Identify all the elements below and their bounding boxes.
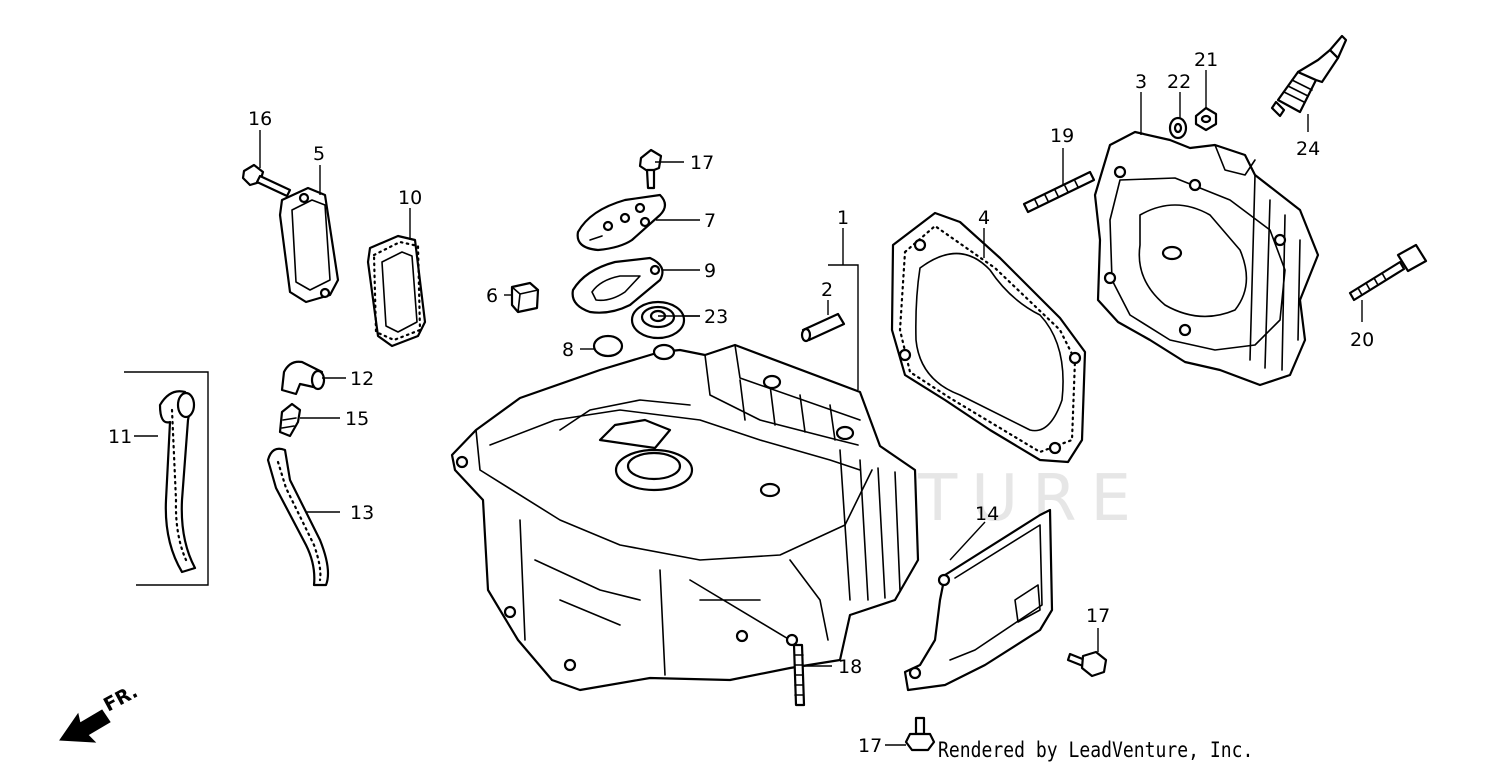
callout-15: 15 xyxy=(345,408,369,430)
callout-4: 4 xyxy=(978,207,990,229)
callout-14: 14 xyxy=(975,503,999,525)
callout-3: 3 xyxy=(1135,71,1147,93)
callout-12: 12 xyxy=(350,368,374,390)
callout-8: 8 xyxy=(562,339,574,361)
callout-23: 23 xyxy=(704,306,728,328)
part-12-elbow[interactable] xyxy=(280,360,326,396)
callout-10: 10 xyxy=(398,187,422,209)
part-17-bolt-right[interactable] xyxy=(1066,650,1108,678)
callout-21: 21 xyxy=(1194,49,1218,71)
part-20-long-bolt[interactable] xyxy=(1348,243,1428,302)
callout-16: 16 xyxy=(248,108,272,130)
callout-11: 11 xyxy=(108,426,132,448)
part-19-stud-bolt[interactable] xyxy=(1022,170,1096,214)
part-2-dowel-pin[interactable] xyxy=(800,312,846,343)
part-13-tube[interactable] xyxy=(266,447,330,587)
part-7-plate[interactable] xyxy=(576,193,667,252)
part-14-shroud[interactable] xyxy=(903,508,1054,692)
callout-17-bottom: 17 xyxy=(858,735,882,757)
part-23-oil-seal[interactable] xyxy=(630,300,686,340)
part-8-plug[interactable] xyxy=(592,334,624,358)
callout-22: 22 xyxy=(1167,71,1191,93)
callout-18: 18 xyxy=(838,656,862,678)
part-24-spark-plug[interactable] xyxy=(1270,34,1348,118)
part-11-breather-tube[interactable] xyxy=(124,371,209,586)
callout-5: 5 xyxy=(313,143,325,165)
part-4-head-gasket[interactable] xyxy=(890,211,1087,464)
cylinder-block[interactable] xyxy=(450,343,920,692)
part-18-stud[interactable] xyxy=(792,643,806,707)
part-3-cylinder-head[interactable] xyxy=(1093,130,1320,387)
callout-9: 9 xyxy=(704,260,716,282)
callout-24: 24 xyxy=(1296,138,1320,160)
direction-label: FR. xyxy=(100,680,141,716)
part-21-nut[interactable] xyxy=(1194,106,1218,132)
part-17-bolt-top[interactable] xyxy=(638,148,663,190)
callout-1: 1 xyxy=(837,207,849,229)
part-5-gasket[interactable] xyxy=(278,186,340,304)
part-22-washer[interactable] xyxy=(1168,116,1188,140)
callout-13: 13 xyxy=(350,502,374,524)
part-17-bolt-bottom[interactable] xyxy=(904,716,936,752)
part-6-block[interactable] xyxy=(510,281,540,314)
part-9-gasket[interactable] xyxy=(571,256,664,314)
callout-17-right: 17 xyxy=(1086,605,1110,627)
part-10-gasket[interactable] xyxy=(366,234,427,348)
render-credit: Rendered by LeadVenture, Inc. xyxy=(938,738,1254,762)
callout-19: 19 xyxy=(1050,125,1074,147)
front-direction-arrow: FR. xyxy=(59,680,141,743)
part-15-nipple[interactable] xyxy=(278,402,302,438)
callout-labels: 1 2 3 4 5 6 7 8 9 10 11 12 13 14 15 16 1… xyxy=(108,49,1374,757)
leader-lines xyxy=(134,70,1363,746)
callout-2: 2 xyxy=(821,279,833,301)
callout-20: 20 xyxy=(1350,329,1374,351)
callout-6: 6 xyxy=(486,285,498,307)
part-16-bolt[interactable] xyxy=(241,163,292,198)
callout-7: 7 xyxy=(704,210,716,232)
callout-17-top: 17 xyxy=(690,152,714,174)
